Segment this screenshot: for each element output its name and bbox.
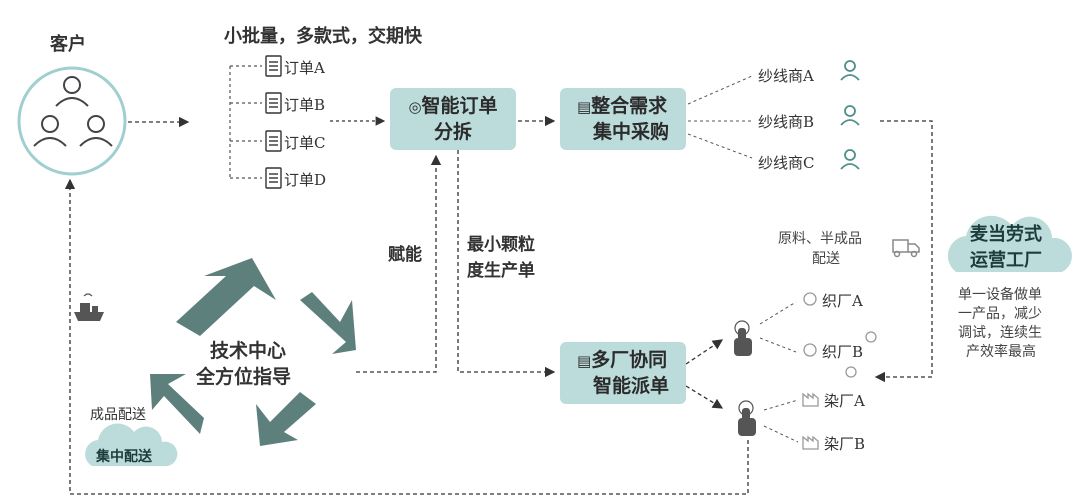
finished-delivery-label: 成品配送 bbox=[90, 407, 146, 423]
arrow-return-customer bbox=[64, 178, 749, 495]
dispatch-line1: 多厂协同 bbox=[591, 348, 668, 371]
tech-center-line1: 技术中心 bbox=[210, 340, 287, 362]
factory-dye-b: 染厂B bbox=[824, 435, 866, 453]
procurement-icon: ▤ bbox=[576, 97, 592, 116]
supplier-c: 纱线商C bbox=[758, 154, 815, 172]
factory-dye-a: 染厂A bbox=[824, 392, 865, 410]
dispatch-line2: 智能派单 bbox=[592, 374, 669, 397]
arrow-dispatch-hand1 bbox=[685, 339, 724, 365]
arrow-tech-split bbox=[356, 154, 442, 373]
factory-icons bbox=[802, 292, 877, 450]
arrow-dispatch-hand2 bbox=[685, 385, 724, 409]
smart-split-icon: ◎ bbox=[408, 97, 422, 116]
supplier-a: 纱线商A bbox=[758, 67, 814, 85]
smart-split-line2: 分拆 bbox=[433, 120, 472, 143]
document-icons bbox=[265, 55, 282, 189]
order-a: 订单A bbox=[284, 59, 325, 77]
factory-desc-1: 单一设备做单 bbox=[958, 287, 1042, 303]
empower-label: 赋能 bbox=[388, 245, 422, 265]
factory-links bbox=[759, 301, 799, 443]
delivery-cloud bbox=[85, 423, 178, 466]
cycle-arrows-icon bbox=[150, 258, 356, 446]
order-header: 小批量，多款式，交期快 bbox=[224, 26, 422, 47]
factory-desc-4: 产效率最高 bbox=[966, 344, 1036, 360]
order-bracket bbox=[229, 65, 386, 179]
mcd-factory-line1: 麦当劳式 bbox=[970, 224, 1042, 245]
dispatch-box: ▤多厂协同 智能派单 bbox=[560, 342, 686, 404]
arrow-supplier-factory bbox=[874, 120, 933, 383]
mcd-factory-line2: 运营工厂 bbox=[970, 250, 1042, 271]
hand-click-icons bbox=[734, 320, 756, 436]
procurement-box: ▤整合需求 集中采购 bbox=[560, 88, 686, 150]
ship-icon bbox=[74, 293, 104, 321]
factory-weave-b: 织厂B bbox=[822, 343, 864, 361]
customer-circle bbox=[17, 66, 127, 176]
customer-label: 客户 bbox=[50, 34, 86, 55]
arrow-split-dispatch bbox=[457, 150, 556, 378]
min-unit-line2: 度生产单 bbox=[467, 261, 535, 281]
factory-desc-3: 调试，连续生 bbox=[958, 325, 1042, 341]
smart-split-box: ◎智能订单 分拆 bbox=[390, 88, 516, 150]
procurement-line2: 集中采购 bbox=[592, 120, 669, 143]
material-delivery-line2: 配送 bbox=[812, 251, 840, 267]
factory-desc-2: 一产品，减少 bbox=[958, 306, 1042, 322]
material-delivery-line1: 原料、半成品 bbox=[778, 231, 862, 247]
min-unit-line1: 最小颗粒 bbox=[467, 235, 535, 255]
mcd-cloud bbox=[947, 215, 1072, 272]
finished-delivery-cloud-text: 集中配送 bbox=[96, 449, 152, 465]
dispatch-icon: ▤ bbox=[576, 351, 592, 370]
supplier-person-icons bbox=[840, 60, 860, 170]
smart-split-line1: 智能订单 bbox=[421, 94, 498, 117]
customer-people-icon bbox=[33, 76, 113, 147]
factory-weave-a: 织厂A bbox=[822, 292, 863, 310]
supplier-b: 纱线商B bbox=[758, 113, 815, 131]
supplier-links bbox=[687, 75, 753, 159]
procurement-line1: 整合需求 bbox=[591, 94, 668, 117]
order-c: 订单C bbox=[284, 134, 326, 152]
truck-icon bbox=[892, 239, 920, 258]
order-b: 订单B bbox=[284, 96, 326, 114]
order-d: 订单D bbox=[284, 171, 327, 189]
tech-center-line2: 全方位指导 bbox=[196, 366, 292, 388]
